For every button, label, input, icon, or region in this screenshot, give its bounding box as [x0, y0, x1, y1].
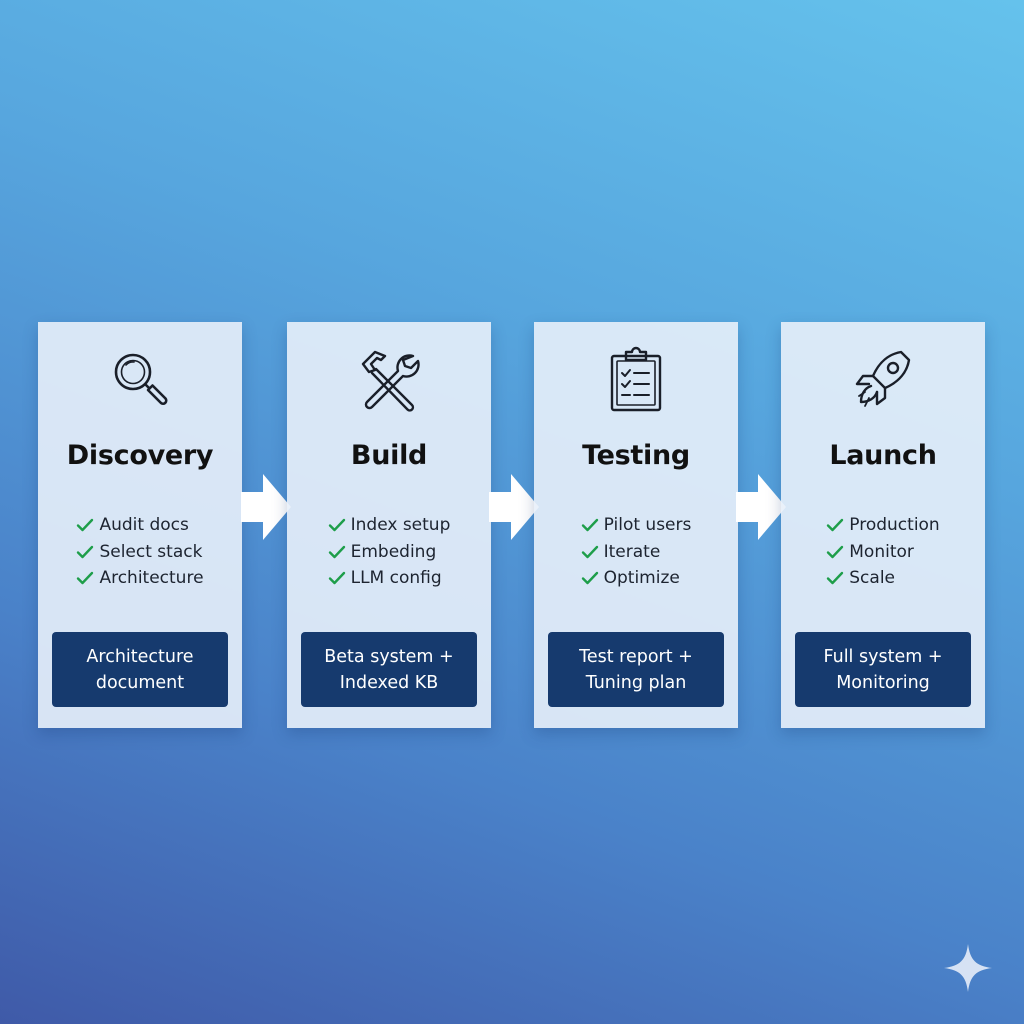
task-item: Index setup [328, 512, 451, 539]
check-icon [77, 519, 94, 532]
task-label: Optimize [603, 568, 680, 589]
task-item: Production [826, 512, 940, 539]
task-label: Production [849, 515, 940, 536]
task-label: Select stack [99, 541, 203, 562]
deliverable-line: Architecture [86, 646, 194, 667]
deliverable-box: Beta system + Indexed KB [301, 632, 477, 707]
task-checklist: Production Monitor Scale [781, 512, 985, 592]
flow-arrow-icon [241, 474, 291, 540]
task-item: Monitor [826, 539, 939, 566]
task-item: Pilot users [581, 512, 692, 539]
task-checklist: Index setup Embeding LLM config [287, 512, 491, 592]
task-label: Embeding [350, 541, 437, 562]
deliverable-box: Architecture document [52, 632, 228, 707]
task-item: Iterate [581, 539, 692, 566]
stage-title: Discovery [66, 440, 214, 471]
task-item: Embeding [328, 539, 451, 566]
check-icon [328, 519, 345, 532]
deliverable-line: Monitoring [836, 672, 930, 693]
stage-card-testing: Testing Pilot users Iterate Optimize Tes… [534, 322, 738, 728]
deliverable-line: Full system + [823, 646, 943, 667]
stage-card-launch: Launch Production Monitor Scale Full sys… [781, 322, 985, 728]
deliverable-line: Test report + [579, 646, 693, 667]
deliverable-box: Test report + Tuning plan [548, 632, 724, 707]
task-item: Select stack [76, 539, 203, 566]
stage-title: Build [350, 440, 428, 471]
task-label: LLM config [350, 568, 442, 589]
check-icon [827, 519, 844, 532]
task-label: Audit docs [99, 515, 189, 536]
flow-arrow-icon [736, 474, 786, 540]
check-icon [581, 519, 598, 532]
check-icon [827, 572, 844, 585]
deliverable-box: Full system + Monitoring [795, 632, 971, 707]
stage-title: Launch [829, 440, 937, 471]
flow-arrow-icon [489, 474, 539, 540]
task-item: Scale [826, 565, 939, 592]
check-icon [328, 572, 345, 585]
task-item: Architecture [76, 565, 204, 592]
check-icon [77, 545, 94, 558]
check-icon [581, 572, 598, 585]
hammer-wrench-icon [355, 346, 423, 414]
task-label: Architecture [99, 568, 204, 589]
task-checklist: Pilot users Iterate Optimize [534, 512, 738, 592]
task-label: Index setup [350, 515, 451, 536]
magnifying-glass-icon [106, 346, 174, 414]
check-icon [581, 545, 598, 558]
stage-card-build: Build Index setup Embeding LLM config Be… [287, 322, 491, 728]
task-label: Monitor [849, 541, 914, 562]
task-label: Pilot users [603, 515, 692, 536]
stage-title: Testing [582, 440, 690, 471]
deliverable-line: Indexed KB [339, 672, 439, 693]
deliverable-line: document [95, 672, 185, 693]
clipboard-checklist-icon [602, 346, 670, 414]
check-icon [77, 572, 94, 585]
deliverable-line: Beta system + [324, 646, 454, 667]
rocket-icon [849, 346, 917, 414]
task-checklist: Audit docs Select stack Architecture [38, 512, 242, 592]
deliverable-line: Tuning plan [585, 672, 687, 693]
task-label: Scale [849, 568, 896, 589]
check-icon [827, 545, 844, 558]
stage-card-discovery: Discovery Audit docs Select stack Archit… [38, 322, 242, 728]
task-label: Iterate [603, 541, 661, 562]
check-icon [328, 545, 345, 558]
sparkle-icon [942, 942, 994, 994]
task-item: LLM config [328, 565, 451, 592]
task-item: Audit docs [76, 512, 203, 539]
task-item: Optimize [581, 565, 692, 592]
